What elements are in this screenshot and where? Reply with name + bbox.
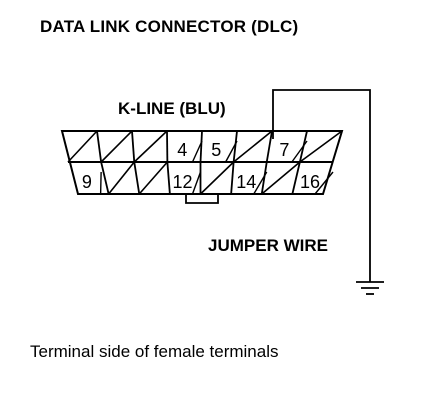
bottom-row-cell-corner-line [99,171,102,195]
bottom-row-separator [230,161,235,195]
top-row-separator [298,130,308,163]
bottom-row-empty-cell-diagonal [199,161,235,195]
bottom-row-empty-cell-diagonal [261,161,301,195]
bottom-row-separator [133,161,141,195]
top-row-empty-cell-diagonal [67,130,98,163]
bottom-row-separator [100,161,110,195]
top-row-separator [199,130,203,163]
bottom-row-pin-12: 12 [173,172,193,192]
kline-label: K-LINE (BLU) [118,99,226,118]
top-row-empty-cell-diagonal [299,130,343,163]
bottom-row-separator [260,161,268,195]
top-row-separator [96,130,103,163]
top-row-pin-4: 4 [177,140,187,160]
top-row-pin-5: 5 [211,140,221,160]
top-row-empty-cell-diagonal [100,130,133,163]
jumper-wire-label: JUMPER WIRE [208,236,328,255]
bottom-row-cell-corner-line [191,171,202,195]
bottom-row-pin-16: 16 [300,172,320,192]
top-row-separator [131,130,136,163]
top-row-pin-7: 7 [279,140,289,160]
bottom-row-empty-cell-diagonal [138,161,168,195]
bottom-row-separator [291,161,301,195]
jumper-wire [272,89,371,282]
top-row-empty-cell-diagonal [233,130,273,163]
top-row-cell-corner-line [191,140,203,163]
bottom-row-cell-corner-line [314,171,334,195]
connector-latch [185,194,219,204]
bottom-row-pin-9: 9 [82,172,92,192]
bottom-row-separator [166,161,171,195]
connector-housing [60,130,344,195]
ground-icon [356,281,384,295]
bottom-row-pin-14: 14 [236,172,256,192]
caption: Terminal side of female terminals [30,342,279,361]
bottom-row-empty-cell-diagonal [108,161,135,195]
diagram-title: DATA LINK CONNECTOR (DLC) [40,17,299,36]
top-row-separator [232,130,238,163]
top-row-empty-cell-diagonal [133,130,168,163]
top-row-separator [265,130,273,163]
